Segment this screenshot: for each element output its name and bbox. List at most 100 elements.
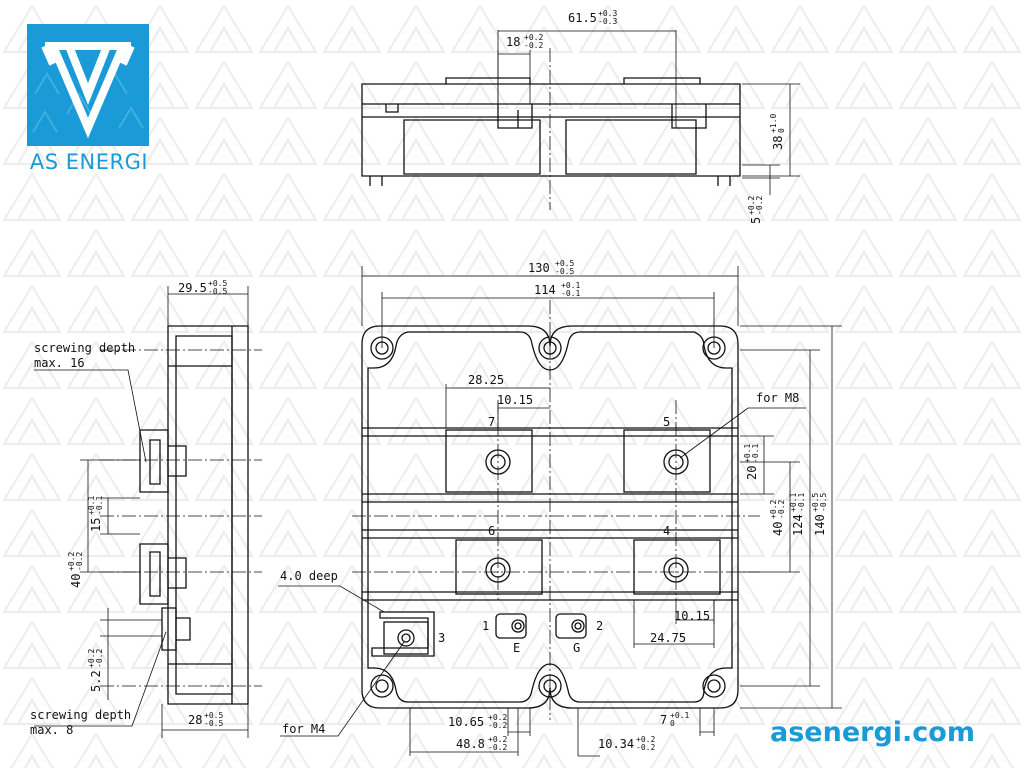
svg-text:+0.5: +0.5 (204, 711, 223, 720)
svg-text:-0.2: -0.2 (95, 649, 104, 668)
note-screwing-depth-8: screwing depth max. 8 (30, 708, 131, 737)
dim-114: 114 +0.1 -0.1 (534, 281, 580, 298)
svg-text:40: 40 (771, 522, 785, 536)
svg-text:10.34: 10.34 (598, 737, 634, 751)
dim-38: 38 +1.0 0 (769, 114, 786, 150)
svg-text:+0.5: +0.5 (811, 493, 820, 512)
svg-text:20: 20 (745, 466, 759, 480)
svg-text:61.5: 61.5 (568, 11, 597, 25)
dim-140: 140 +0.5 -0.5 (811, 493, 828, 536)
svg-text:+0.2: +0.2 (747, 196, 756, 215)
note-for-m4: for M4 (282, 722, 325, 736)
top-view: 61.5 +0.3 -0.3 18 +0.2 -0.2 38 +1.0 0 5 … (361, 9, 800, 224)
dim-10-34: 10.34 +0.2 -0.2 (598, 735, 655, 752)
svg-text:+0.2: +0.2 (769, 500, 778, 519)
svg-text:+0.2: +0.2 (488, 713, 507, 722)
svg-text:screwing depth: screwing depth (34, 341, 135, 355)
brand-name: AS ENERGI (29, 150, 149, 174)
svg-text:-0.2: -0.2 (755, 196, 764, 215)
svg-text:+0.1: +0.1 (789, 493, 798, 512)
dim-10-65: 10.65 +0.2 -0.2 (448, 713, 507, 730)
dim-29-5: 29.5 +0.5 -0.5 (178, 279, 227, 296)
svg-text:-0.2: -0.2 (636, 743, 655, 752)
svg-text:-0.2: -0.2 (524, 41, 543, 50)
dim-40-front: 40 +0.2 -0.2 (769, 500, 786, 536)
svg-text:5: 5 (749, 217, 763, 224)
svg-text:0: 0 (777, 128, 786, 133)
svg-text:+0.3: +0.3 (598, 9, 617, 18)
terminal-1-label: 1 (482, 619, 489, 633)
dim-20: 20 +0.1 -0.1 (743, 444, 760, 480)
dim-124: 124 +0.1 -0.1 (789, 493, 806, 536)
svg-text:+0.1: +0.1 (561, 281, 580, 290)
svg-text:5.2: 5.2 (89, 670, 103, 692)
svg-text:-0.2: -0.2 (488, 721, 507, 730)
brand-website[interactable]: asenergi.com (770, 717, 975, 748)
svg-text:-0.1: -0.1 (797, 493, 806, 512)
svg-text:-0.5: -0.5 (204, 719, 223, 728)
dim-130: 130 +0.5 -0.5 (528, 259, 574, 276)
svg-text:-0.2: -0.2 (777, 500, 786, 519)
svg-text:-0.1: -0.1 (561, 289, 580, 298)
dim-61-5: 61.5 +0.3 -0.3 (568, 9, 617, 26)
dim-10-15-bottom: 10.15 (674, 609, 710, 623)
terminal-2-label: 2 (596, 619, 603, 633)
svg-text:max. 8: max. 8 (30, 723, 73, 737)
svg-text:screwing depth: screwing depth (30, 708, 131, 722)
svg-text:-0.1: -0.1 (95, 496, 104, 515)
svg-text:-0.2: -0.2 (488, 743, 507, 752)
terminal-7-label: 7 (488, 415, 495, 429)
svg-text:140: 140 (813, 514, 827, 536)
svg-text:124: 124 (791, 514, 805, 536)
svg-text:-0.3: -0.3 (598, 17, 617, 26)
terminal-6-label: 6 (488, 524, 495, 538)
terminal-5-label: 5 (663, 415, 670, 429)
dim-15: 15 +0.1 -0.1 (87, 496, 104, 532)
svg-text:7: 7 (660, 713, 667, 727)
brand-logo (27, 24, 149, 146)
dim-48-8: 48.8 +0.2 -0.2 (456, 735, 507, 752)
svg-text:18: 18 (506, 35, 520, 49)
svg-text:28: 28 (188, 713, 202, 727)
svg-text:-0.5: -0.5 (208, 287, 227, 296)
svg-text:130: 130 (528, 261, 550, 275)
svg-text:15: 15 (89, 518, 103, 532)
svg-text:+0.2: +0.2 (636, 735, 655, 744)
note-4-deep: 4.0 deep (280, 569, 338, 583)
dim-24-75: 24.75 (650, 631, 686, 645)
front-view: 130 +0.5 -0.5 114 +0.1 -0.1 28.25 10.15 … (278, 259, 842, 757)
svg-text:+0.1: +0.1 (743, 444, 752, 463)
triangle-v-logo-icon (32, 42, 144, 139)
dim-5: 5 +0.2 -0.2 (747, 196, 764, 224)
svg-text:-0.5: -0.5 (555, 267, 574, 276)
note-screwing-depth-16: screwing depth max. 16 (34, 341, 135, 370)
dim-10-15-top: 10.15 (497, 393, 533, 407)
terminal-g-label: G (573, 641, 580, 655)
terminal-e-label: E (513, 641, 520, 655)
svg-text:38: 38 (771, 136, 785, 150)
svg-text:+0.5: +0.5 (208, 279, 227, 288)
svg-text:-0.1: -0.1 (751, 444, 760, 463)
dim-7: 7 +0.1 0 (660, 711, 689, 728)
svg-text:+0.1: +0.1 (87, 496, 96, 515)
svg-text:29.5: 29.5 (178, 281, 207, 295)
svg-text:+0.2: +0.2 (524, 33, 543, 42)
terminal-4-label: 4 (663, 524, 670, 538)
dim-28-25: 28.25 (468, 373, 504, 387)
svg-text:+0.1: +0.1 (670, 711, 689, 720)
svg-text:+1.0: +1.0 (769, 114, 778, 133)
svg-text:48.8: 48.8 (456, 737, 485, 751)
svg-text:+0.5: +0.5 (555, 259, 574, 268)
svg-text:max. 16: max. 16 (34, 356, 85, 370)
svg-text:+0.2: +0.2 (67, 552, 76, 571)
dim-5-2: 5.2 +0.2 -0.2 (87, 649, 104, 692)
svg-text:10.65: 10.65 (448, 715, 484, 729)
dim-28: 28 +0.5 -0.5 (188, 711, 223, 728)
terminal-3-label: 3 (438, 631, 445, 645)
svg-text:-0.5: -0.5 (819, 493, 828, 512)
svg-text:-0.2: -0.2 (75, 552, 84, 571)
dim-40-side: 40 +0.2 -0.2 (67, 552, 84, 588)
dim-18: 18 +0.2 -0.2 (506, 33, 543, 50)
note-for-m8: for M8 (756, 391, 799, 405)
